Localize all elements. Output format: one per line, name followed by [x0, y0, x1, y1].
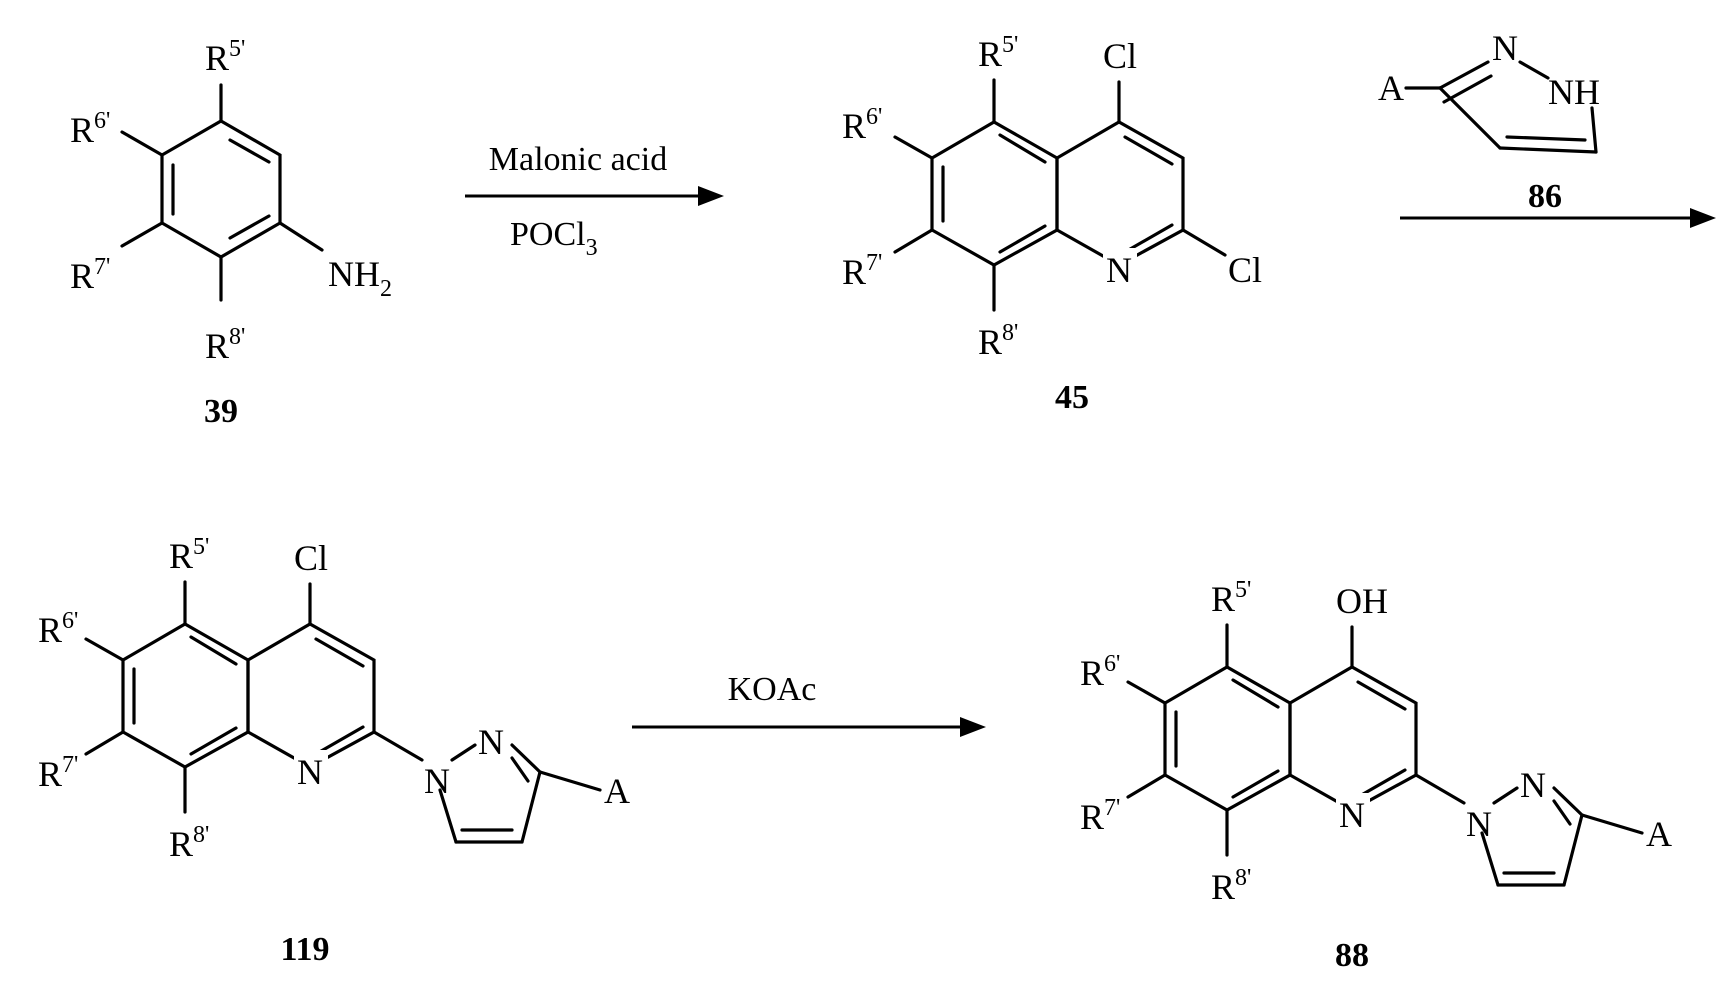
compound-number-86: 86	[1528, 178, 1562, 215]
compound-39: R5' R6' R7' R8' NH2 39	[70, 36, 392, 430]
r8-label: R8'	[205, 324, 245, 366]
r7-label: R7'	[842, 250, 882, 292]
pyrazole-n1-label: N	[1466, 804, 1492, 844]
compound-119: N N N A R5' R6' R7' R8' Cl 119	[38, 534, 630, 968]
r5-label: R5'	[978, 32, 1018, 74]
pyrazole-n2-label: N	[1520, 765, 1546, 805]
r7-label: R7'	[38, 752, 78, 794]
reaction-step-3: KOAc	[632, 671, 986, 737]
r5-label: R5'	[169, 534, 209, 576]
compound-number-45: 45	[1055, 379, 1089, 416]
arrowhead-2	[1690, 208, 1716, 228]
compound-39-bonds	[122, 85, 322, 300]
arrowhead-1	[698, 186, 724, 206]
compound-45-bonds	[895, 80, 1225, 310]
r7-label: R7'	[1080, 795, 1120, 837]
compound-88-bonds	[1128, 625, 1642, 885]
chloro-4-label: Cl	[1103, 36, 1137, 76]
arrowhead-3	[960, 717, 986, 737]
reaction-step-1: Malonic acid POCl3	[465, 141, 724, 261]
r8-label: R8'	[169, 822, 209, 864]
chloro-4-label: Cl	[294, 538, 328, 578]
r7-label: R7'	[70, 254, 110, 296]
step-1-reagent: Malonic acid	[489, 141, 667, 178]
r6-label: R6'	[38, 608, 78, 650]
r8-label: R8'	[1211, 865, 1251, 907]
compound-number-119: 119	[280, 931, 329, 968]
amine-label: NH2	[328, 254, 392, 302]
ring-nitrogen-label: N	[1106, 250, 1132, 290]
r6-label: R6'	[70, 108, 110, 150]
compound-number-88: 88	[1335, 937, 1369, 974]
ring-nitrogen-label: N	[297, 752, 323, 792]
hydroxy-4-label: OH	[1336, 581, 1388, 621]
substituent-a-label: A	[1378, 68, 1404, 108]
r6-label: R6'	[1080, 651, 1120, 693]
compound-45: N R5' R6' R7' R8' Cl Cl 45	[842, 32, 1262, 416]
pyrazole-n1-label: N	[424, 761, 450, 801]
compound-number-39: 39	[204, 393, 238, 430]
r5-label: R5'	[1211, 577, 1251, 619]
chloro-2-label: Cl	[1228, 250, 1262, 290]
reagent-86: N NH A 86	[1378, 28, 1600, 215]
substituent-a-label: A	[1646, 814, 1672, 854]
r5-label: R5'	[205, 36, 245, 78]
substituent-a-label: A	[604, 771, 630, 811]
pyrazole-nh-label: NH	[1548, 72, 1600, 112]
r6-label: R6'	[842, 104, 882, 146]
compound-88: N N N A R5' R6' R7' R8' OH 88	[1080, 577, 1672, 974]
pyrazole-nitrogen-label: N	[1492, 28, 1518, 68]
pyrazole-n2-label: N	[478, 722, 504, 762]
compound-119-bonds	[86, 582, 600, 842]
r8-label: R8'	[978, 320, 1018, 362]
step-3-reagent: KOAc	[728, 671, 817, 708]
ring-nitrogen-label: N	[1339, 795, 1365, 835]
step-1-reagent-2: POCl3	[510, 216, 598, 261]
